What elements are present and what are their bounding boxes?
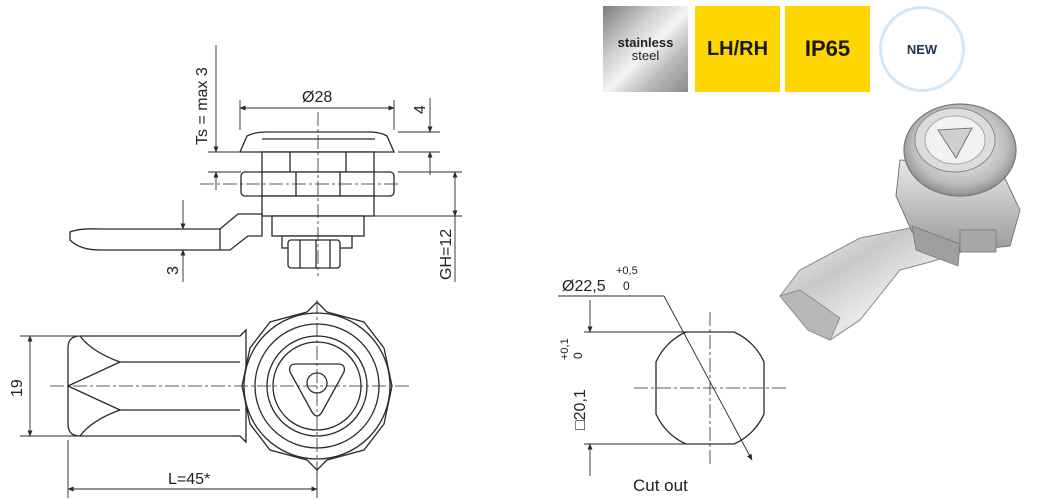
ip65-badge: IP65 [785,6,870,92]
dim-cutout-square-tol-upper: +0,1 [559,338,571,360]
dim-cam-thickness: 3 [165,266,182,275]
side-dimension-lines [176,45,462,282]
dim-cutout-diameter: Ø22,5 [562,278,606,295]
dim-cutout-square-tol-lower: 0 [571,352,585,359]
stainless-steel-badge: stainless steel [603,6,688,92]
dim-width: 19 [9,379,26,397]
dim-cutout-square: □20,1 [572,389,589,430]
triangle-key-icon [288,363,346,417]
cutout-label: Cut out [633,476,688,495]
dim-gh: GH=12 [438,229,455,280]
dim-cutout-diameter-tol-lower: 0 [623,279,630,293]
dim-head-height: 4 [412,105,429,114]
cutout-dimension-lines [558,295,753,476]
material-badge-line2: steel [631,48,660,63]
lock-head-flange [239,131,395,153]
lh-rh-badge: LH/RH [695,6,780,92]
cam-lever-top [67,328,247,444]
product-photo [779,103,1021,341]
dim-length: L=45* [168,471,210,488]
top-dimension-lines [20,335,318,498]
cam-lever [69,213,263,251]
side-view [69,131,395,269]
material-badge-line1: stainless [617,35,674,50]
new-badge: NEW [879,6,965,92]
cam-screw [287,239,341,269]
dim-diameter-head: Ø28 [302,89,332,106]
dim-ts: Ts = max 3 [194,67,211,145]
dim-cutout-diameter-tol-upper: +0,5 [616,265,638,277]
